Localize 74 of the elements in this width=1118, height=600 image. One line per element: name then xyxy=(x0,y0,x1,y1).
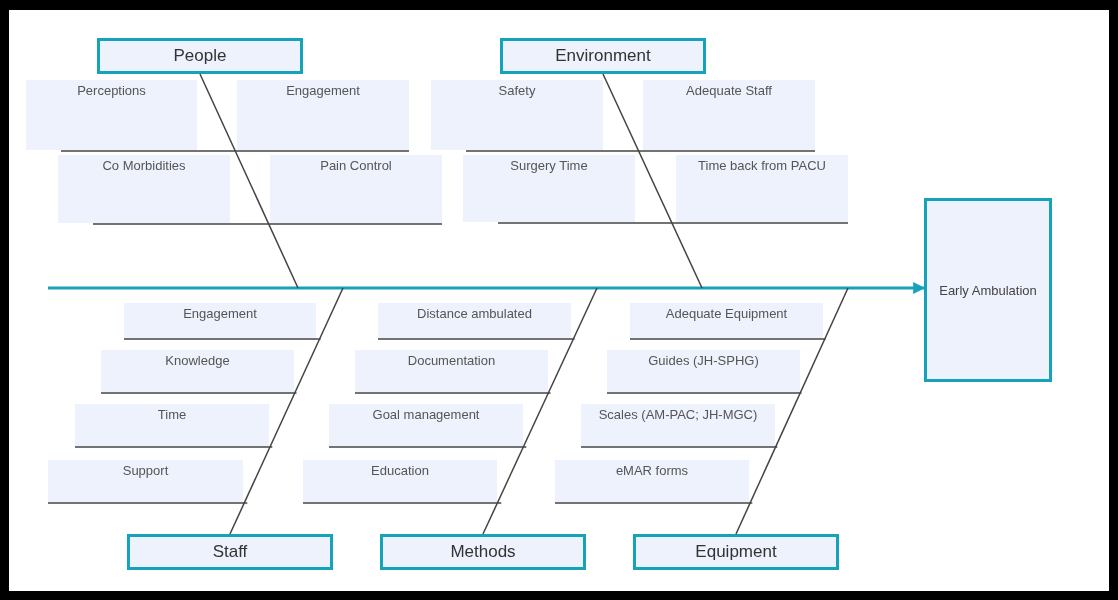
cause-box xyxy=(463,155,635,222)
rib-line xyxy=(354,392,552,394)
node-label: Time xyxy=(157,407,187,422)
cause-box xyxy=(676,155,848,222)
cause-box xyxy=(124,303,316,338)
rib-line xyxy=(377,338,576,340)
node-label: Safety xyxy=(498,83,536,98)
cause-box xyxy=(378,303,571,338)
node-label: Pain Control xyxy=(320,158,392,173)
rib-line xyxy=(497,222,849,224)
node-label: Documentation xyxy=(407,353,496,368)
rib-line xyxy=(554,502,754,504)
rib-line xyxy=(580,446,779,448)
node-label: Early Ambulation xyxy=(939,283,1037,298)
bone-line xyxy=(602,73,703,289)
cause-box xyxy=(329,404,523,446)
rib-line xyxy=(328,446,528,448)
node-label: Engagement xyxy=(183,306,257,321)
category-box xyxy=(127,534,333,570)
node-label: Environment xyxy=(555,46,651,66)
category-box xyxy=(633,534,839,570)
node-label: Methods xyxy=(450,542,516,562)
node-label: Adequate Equipment xyxy=(665,306,788,321)
node-label: Perceptions xyxy=(77,83,146,98)
node-label: Co Morbidities xyxy=(102,158,186,173)
effect-box xyxy=(924,198,1052,382)
node-label: Surgery Time xyxy=(510,158,588,173)
node-label: Equipment xyxy=(695,542,777,562)
cause-box xyxy=(270,155,442,223)
bone-line xyxy=(482,287,598,535)
rib-line xyxy=(465,150,816,152)
rib-line xyxy=(74,446,274,448)
node-label: Staff xyxy=(212,542,248,562)
cause-box xyxy=(237,80,409,150)
node-label: Guides (JH-SPHG) xyxy=(648,353,759,368)
category-box xyxy=(380,534,586,570)
bone-line xyxy=(735,287,849,535)
bone-line xyxy=(229,287,344,535)
node-label: Engagement xyxy=(286,83,360,98)
node-label: Education xyxy=(371,463,429,478)
cause-box xyxy=(26,80,197,150)
node-label: Distance ambulated xyxy=(417,306,532,321)
node-label: Adequate Staff xyxy=(686,83,772,98)
rib-line xyxy=(629,338,827,340)
bone-line xyxy=(199,73,299,289)
cause-box xyxy=(58,155,230,223)
cause-box xyxy=(431,80,603,150)
spine-arrow xyxy=(48,282,926,294)
node-label: Support xyxy=(122,463,169,478)
cause-box xyxy=(555,460,749,502)
node-label: Knowledge xyxy=(165,353,230,368)
node-label: Time back from PACU xyxy=(698,158,826,173)
cause-box xyxy=(355,350,548,392)
node-label: Goal management xyxy=(372,407,480,422)
node-label: eMAR forms xyxy=(615,463,689,478)
cause-box xyxy=(630,303,823,338)
rib-line xyxy=(606,392,803,394)
rib-line xyxy=(123,338,322,340)
category-box xyxy=(500,38,706,74)
cause-box xyxy=(75,404,269,446)
node-label: Scales (AM-PAC; JH-MGC) xyxy=(598,407,758,422)
cause-box xyxy=(303,460,497,502)
cause-box xyxy=(607,350,800,392)
category-box xyxy=(97,38,303,74)
cause-box xyxy=(48,460,243,502)
rib-line xyxy=(60,150,410,152)
node-label: People xyxy=(173,46,227,66)
cause-box xyxy=(643,80,815,150)
cause-box xyxy=(101,350,294,392)
cause-box xyxy=(581,404,775,446)
rib-line xyxy=(92,223,443,225)
rib-line xyxy=(47,502,249,504)
rib-line xyxy=(302,502,503,504)
rib-line xyxy=(100,392,298,394)
